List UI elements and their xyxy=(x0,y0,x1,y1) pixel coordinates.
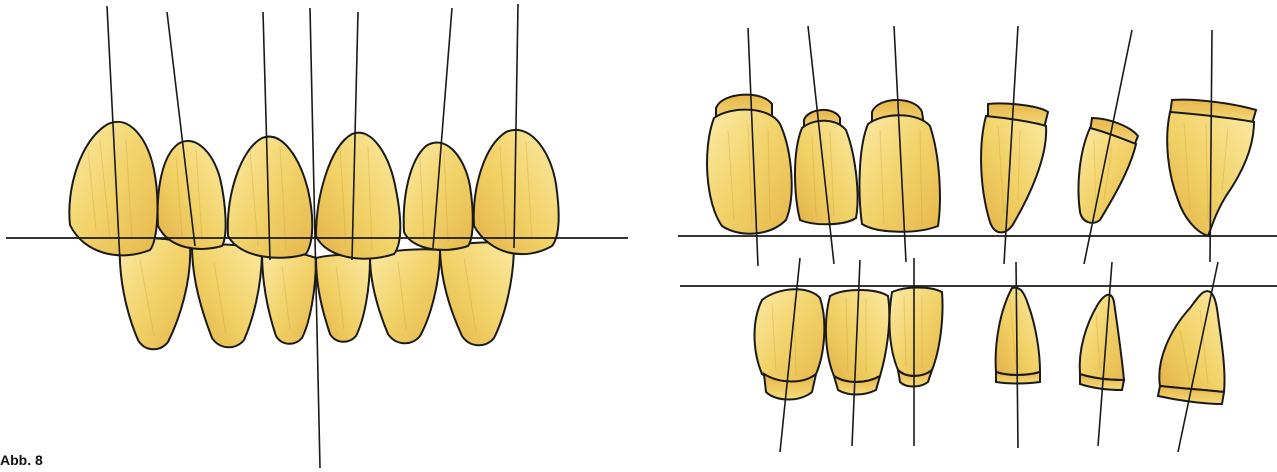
lower-tooth-6 xyxy=(440,242,514,345)
figure-caption: Abb. 8 xyxy=(0,452,43,468)
lower-tooth-2 xyxy=(192,244,262,347)
frontal-view xyxy=(6,4,628,468)
upper-premolar-1 xyxy=(795,121,858,225)
lower-premolar-2 xyxy=(890,288,943,377)
lower-lateral-incisor xyxy=(1080,295,1124,380)
upper-tooth-4 xyxy=(316,133,400,259)
upper-tooth-2 xyxy=(158,141,226,249)
lower-tooth-4 xyxy=(316,255,370,342)
upper-tooth-5 xyxy=(404,142,473,249)
upper-canine xyxy=(981,116,1046,232)
lateral-view xyxy=(678,26,1277,452)
upper-molar xyxy=(707,110,792,234)
lower-central-incisor xyxy=(1159,291,1224,392)
lower-tooth-5 xyxy=(370,249,440,343)
lower-molar xyxy=(755,289,825,383)
upper-teeth-lateral xyxy=(707,95,1256,236)
lower-tooth-3 xyxy=(262,251,316,344)
lower-teeth-lateral xyxy=(755,288,1225,405)
